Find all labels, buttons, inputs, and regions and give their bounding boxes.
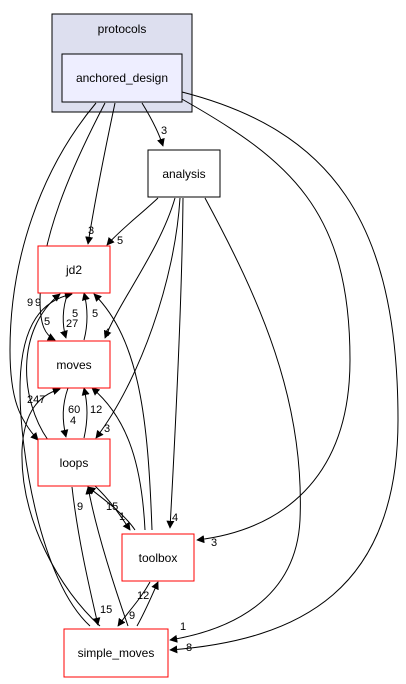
edge-simple-moves-moves [21, 387, 101, 627]
edge-simple-moves-toolbox [136, 581, 159, 627]
edge-label-simple-moves-toolbox: 12 [137, 590, 149, 602]
edge-toolbox-jd2 [93, 293, 153, 531]
edge-label-moves-jd2: 5 [72, 308, 78, 320]
edge-loops-jd2 [26, 293, 61, 441]
node-anchored-design-label: anchored_design [76, 71, 168, 85]
edge-label-loops-simple-moves: 9 [77, 501, 83, 513]
node-jd2[interactable]: jd2 [37, 245, 111, 294]
node-anchored-design[interactable]: anchored_design [61, 53, 183, 103]
edge-label-loops-moves: 60 [68, 404, 80, 416]
edge-toolbox-moves [91, 387, 146, 531]
node-analysis-label: analysis [162, 167, 205, 181]
edge-label-anchored-design-simple-moves: 8 [186, 642, 192, 654]
edge-label-toolbox-jd2: 5 [92, 308, 98, 320]
edge-label-simple-moves-jd2: 9 [35, 297, 41, 309]
edge-moves-jd2 [81, 292, 90, 341]
edge-label-moves-loops: 4 [70, 415, 76, 427]
node-simple-moves-label: simple_moves [78, 646, 155, 660]
edge-label-analysis-loops: 3 [104, 423, 110, 435]
node-jd2-label: jd2 [65, 263, 82, 277]
edge-anchored-design-jd2 [85, 102, 116, 245]
edge-label-anchored-design-jd2: 3 [88, 225, 94, 237]
edge-analysis-moves [103, 197, 176, 339]
edge-label-toolbox-loops: 1 [119, 511, 125, 523]
edge-simple-moves-jd2 [19, 291, 91, 627]
edge-anchored-design-loops [9, 102, 97, 441]
edge-label-anchored-design-moves: 5 [44, 316, 50, 328]
edge-toolbox-simple-moves [117, 581, 151, 627]
edge-anchored-design-toolbox [179, 97, 351, 544]
edge-loops-moves [81, 387, 90, 439]
protocols-cluster-label: protocols [98, 22, 147, 36]
edge-label-simple-moves-loops: 15 [100, 604, 112, 616]
node-analysis[interactable]: analysis [147, 149, 221, 198]
edge-analysis-toolbox [166, 197, 184, 529]
edge-label-loops-toolbox: 15 [106, 501, 118, 513]
edge-labels: 3 3 5 9 9 5 5 5 27 4 247 60 12 4 3 9 9 1… [27, 125, 217, 654]
edge-label-analysis-jd2: 5 [117, 235, 123, 247]
edge-label-analysis-moves: 4 [104, 327, 110, 339]
edge-jd2-moves [60, 292, 69, 339]
edge-label-jd2-moves: 27 [66, 318, 78, 330]
edge-label-analysis-simple-moves: 1 [180, 621, 186, 633]
edge-loops-simple-moves [71, 486, 101, 626]
edge-label-loops-jd2: 9 [27, 297, 33, 309]
edge-label-anchored-design-toolbox: 3 [211, 537, 217, 549]
node-toolbox[interactable]: toolbox [121, 533, 195, 582]
node-toolbox-label: toolbox [139, 551, 178, 565]
edge-anchored-design-analysis [141, 102, 165, 147]
edge-analysis-jd2 [106, 197, 159, 246]
edge-moves-loops [60, 387, 69, 438]
edge-label-toolbox-moves: 12 [90, 404, 102, 416]
node-simple-moves[interactable]: simple_moves [63, 628, 169, 678]
edge-label-simple-moves-moves: 247 [27, 394, 45, 406]
edge-analysis-loops [95, 197, 181, 439]
node-moves[interactable]: moves [37, 340, 111, 389]
edge-analysis-simple-moves [169, 197, 301, 643]
node-moves-label: moves [56, 358, 91, 372]
edge-anchored-design-moves [39, 102, 106, 341]
node-loops-label: loops [60, 456, 89, 470]
edge-anchored-design-simple-moves [169, 91, 399, 654]
edge-simple-moves-loops [85, 486, 129, 627]
edge-label-toolbox-simple-moves: 9 [129, 610, 135, 622]
edge-label-analysis-toolbox: 4 [172, 512, 178, 524]
edge-label-anchored-design-analysis: 3 [161, 125, 167, 137]
edges [9, 91, 399, 654]
node-loops[interactable]: loops [37, 438, 111, 487]
